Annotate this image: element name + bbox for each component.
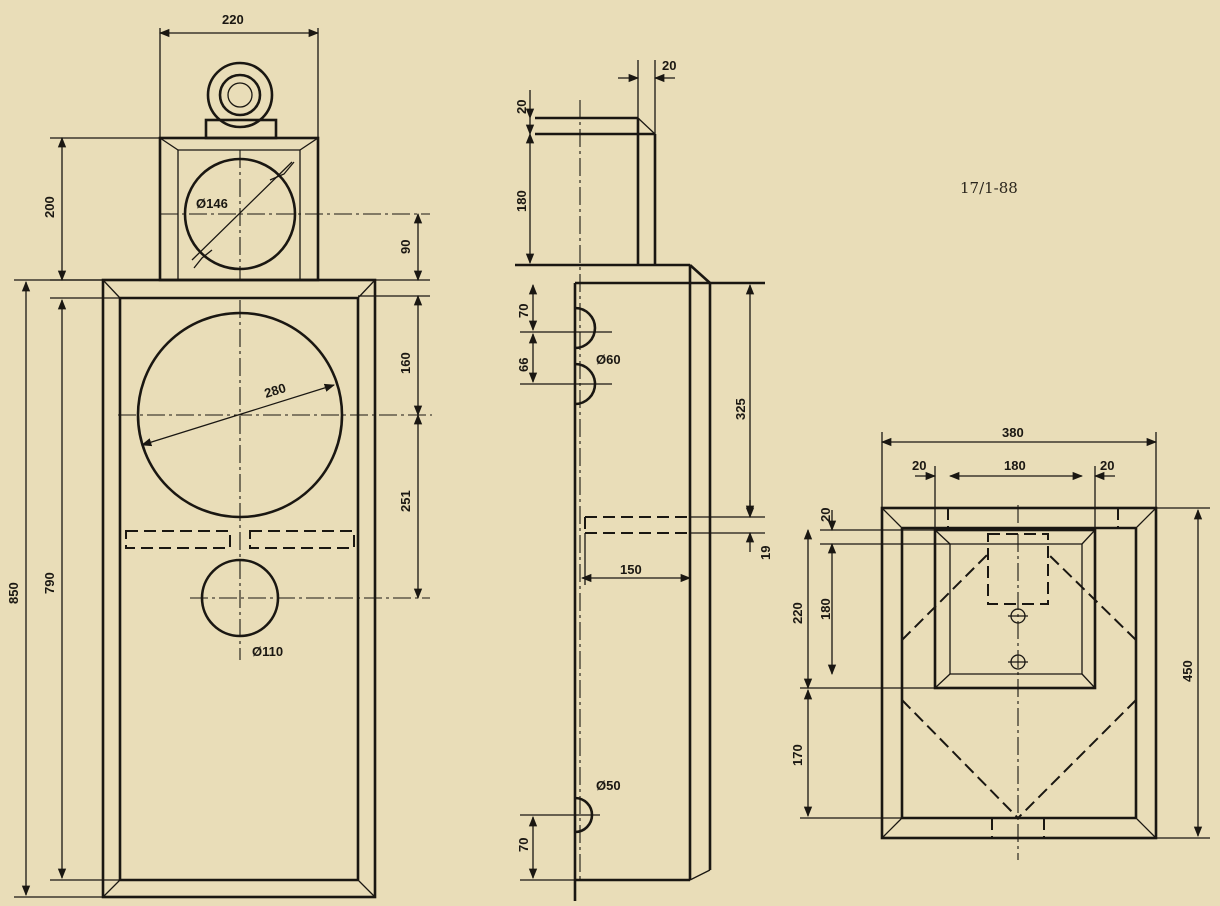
plan-right-20-label: 20 [1100, 458, 1114, 473]
plan-180-label: 180 [818, 598, 833, 620]
top-panel-20-label: 20 [662, 58, 676, 73]
top-depth-20-label: 20 [514, 100, 529, 114]
plan-170-label: 170 [790, 744, 805, 766]
hole-dia-label: Ø60 [596, 352, 621, 367]
woofer-offset-160-label: 160 [398, 352, 413, 374]
woofer-dia-label: 280 [262, 380, 287, 401]
tweeter-offset-90-label: 90 [398, 240, 413, 254]
front-view: Ø146 280 Ø110 220 200 90 160 [6, 12, 432, 899]
plan-width-380-label: 380 [1002, 425, 1024, 440]
woofer-port-251-label: 251 [398, 490, 413, 512]
shelf-thick-19-label: 19 [758, 546, 773, 560]
top-height-200-label: 200 [42, 196, 57, 218]
plan-top-20-label: 20 [818, 508, 833, 522]
tweeter-dia-label: Ø146 [196, 196, 228, 211]
shelf-depth-150-label: 150 [620, 562, 642, 577]
inner-height-790-label: 790 [42, 572, 57, 594]
plan-view: 380 20 180 20 20 180 220 170 450 [790, 425, 1210, 860]
total-height-850-label: 850 [6, 582, 21, 604]
plan-left-20-label: 20 [912, 458, 926, 473]
plan-inner-180-label: 180 [1004, 458, 1026, 473]
width-220-label: 220 [222, 12, 244, 27]
bottom-hole-offset-70-label: 70 [516, 838, 531, 852]
shelf-height-325-label: 325 [733, 398, 748, 420]
plan-depth-450-label: 450 [1180, 660, 1195, 682]
top-height-180-label: 180 [514, 190, 529, 212]
port-dia-label: Ø110 [252, 644, 283, 659]
bottom-hole-dia-label: Ø50 [596, 778, 621, 793]
drawing-reference: 17/1-88 [960, 179, 1018, 197]
plan-220-label: 220 [790, 602, 805, 624]
hole-offset-70-label: 70 [516, 304, 531, 318]
hole-spacing-66-label: 66 [516, 358, 531, 372]
side-view: 20 20 180 Ø60 70 66 325 19 150 [514, 58, 773, 901]
